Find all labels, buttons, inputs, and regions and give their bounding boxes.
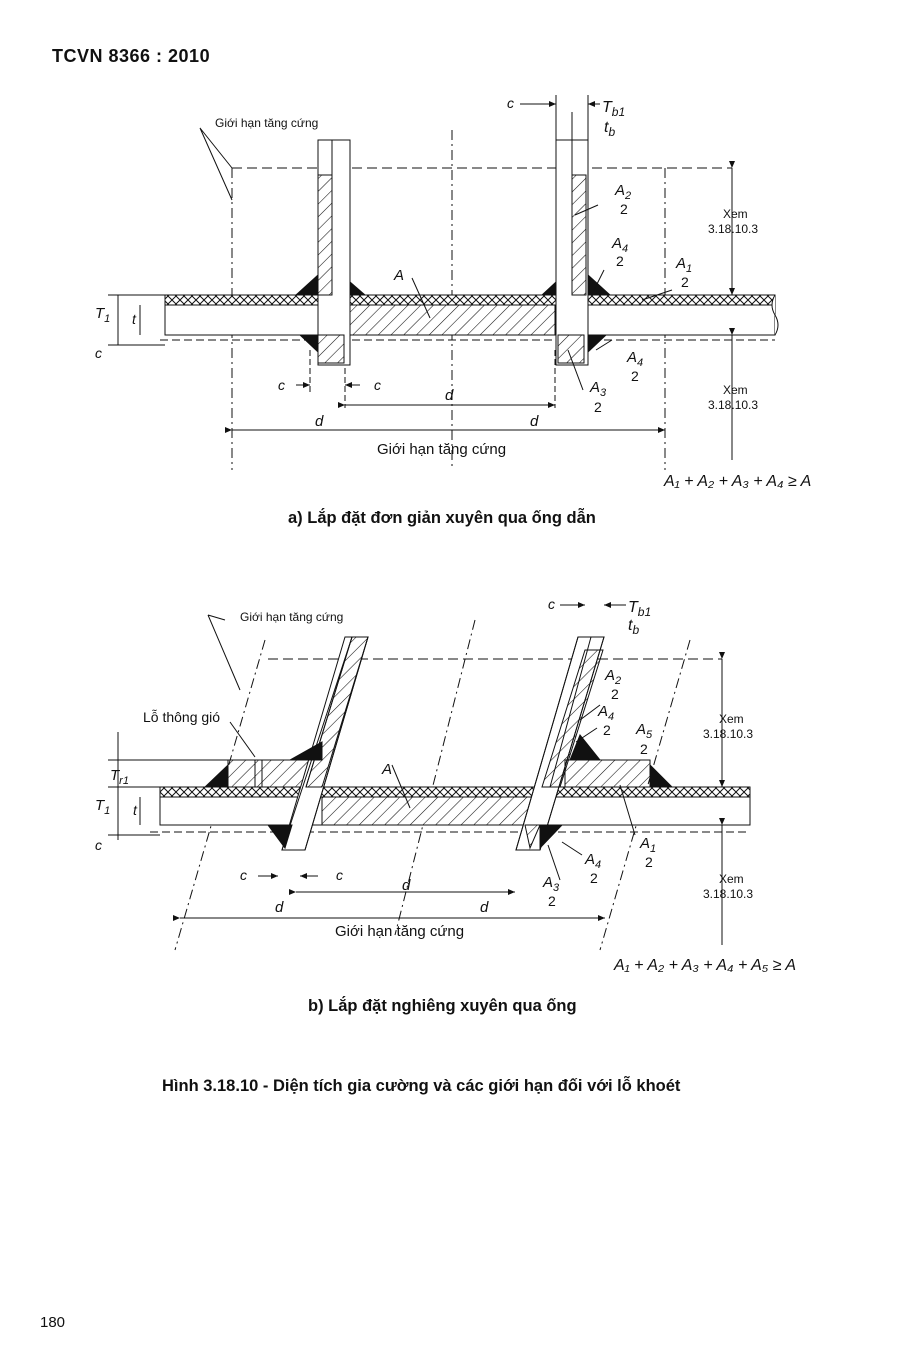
fig-a-label-d-center: d (445, 387, 454, 404)
fig-b-see-ref-bottom: 3.18.10.3 (703, 887, 753, 901)
fig-b-area-A (321, 796, 541, 826)
fig-a-label-d-left: d (315, 413, 324, 430)
fig-a-see-ref-top: 3.18.10.3 (708, 222, 758, 236)
fig-b-label-t: t (133, 802, 138, 818)
fig-b-area-A3 (524, 824, 541, 850)
fig-a-label-T1: T1 (95, 305, 110, 325)
fig-a-A4-bottom-denominator: 2 (631, 368, 639, 384)
fig-b-label-A4-top: A4 (597, 703, 614, 723)
fig-a-see-ref-bottom: 3.18.10.3 (708, 398, 758, 412)
standard-header: TCVN 8366 : 2010 (52, 46, 211, 66)
fig-b-label-A3: A3 (542, 874, 560, 894)
fig-b-see-ref-top: 3.18.10.3 (703, 727, 753, 741)
fig-a-limit-label: Giới hạn tăng cứng (215, 116, 318, 130)
fig-b-label-Tb1: Tb1 (628, 599, 651, 619)
figure-b-caption: b) Lắp đặt nghiêng xuyên qua ống (308, 997, 577, 1015)
fig-b-label-c-left: c (240, 867, 247, 883)
fig-b-limit-dim-label: Giới hạn tăng cứng (335, 923, 464, 940)
fig-a-label-Tb1: Tb1 (602, 99, 625, 119)
fig-b-area-A5 (564, 759, 651, 788)
fig-b-A3-denominator: 2 (548, 893, 556, 909)
fig-b-area-A2 (541, 649, 604, 788)
fig-a-allowance-band (164, 294, 776, 306)
fig-a-label-c-top: c (507, 95, 514, 111)
fig-b-vent-label: Lỗ thông gió (143, 709, 220, 725)
fig-a-label-A4-bottom: A4 (626, 349, 643, 369)
fig-a-see-top: Xem (723, 207, 748, 221)
figure-title: Hình 3.18.10 - Diện tích gia cường và cá… (162, 1077, 681, 1095)
fig-a-area-A2 (571, 174, 587, 296)
fig-b-A5-denominator: 2 (640, 741, 648, 757)
page-number: 180 (40, 1314, 66, 1331)
fig-a-A3-denominator: 2 (594, 399, 602, 415)
fig-a-label-A4-top: A4 (611, 235, 628, 255)
fig-b-see-top: Xem (719, 712, 744, 726)
fig-b-label-A1: A1 (639, 835, 656, 855)
fig-a-label-c-left: c (278, 377, 285, 393)
fig-a-label-A: A (393, 267, 404, 284)
fig-b-label-tb: tb (628, 617, 639, 637)
fig-b-label-A4-bottom: A4 (584, 851, 601, 871)
fig-a-area-A3 (557, 334, 585, 364)
fig-b-label-d-left: d (275, 899, 284, 916)
fig-a-label-t: t (132, 311, 137, 327)
fig-b-label-d-center: d (402, 877, 411, 894)
fig-a-label-A3: A3 (589, 379, 607, 399)
fig-b-formula: A₁ + A₂ + A₃ + A₄ + A₅ ≥ A (613, 957, 796, 974)
fig-b-center-line (394, 619, 476, 936)
figure-a-caption: a) Lắp đặt đơn giản xuyên qua ống dẫn (288, 509, 596, 527)
fig-b-label-A5: A5 (635, 721, 653, 741)
fig-b-label-d-right: d (480, 899, 489, 916)
fig-a-label-d-right: d (530, 413, 539, 430)
fig-b-label-c-top: c (548, 596, 555, 612)
fig-a-see-bottom: Xem (723, 383, 748, 397)
fig-b-label-c-right: c (336, 867, 343, 883)
fig-a-label-c-side: c (95, 345, 102, 361)
fig-a-label-c-right: c (374, 377, 381, 393)
fig-b-label-A: A (381, 761, 392, 778)
fig-a-label-A2: A2 (614, 182, 631, 202)
fig-a-label-tb: tb (604, 119, 615, 139)
fig-a-A1-denominator: 2 (681, 274, 689, 290)
fig-a-area-A (344, 304, 556, 336)
figure-a-drawing (108, 95, 779, 470)
fig-b-A4-bottom-denominator: 2 (590, 870, 598, 886)
fig-b-A4-top-denominator: 2 (603, 722, 611, 738)
fig-a-limit-dim-label: Giới hạn tăng cứng (377, 441, 506, 458)
fig-a-A2-denominator: 2 (620, 201, 628, 217)
fig-b-A2-denominator: 2 (611, 686, 619, 702)
fig-a-A4-top-denominator: 2 (616, 253, 624, 269)
fig-a-weld-A4 (587, 273, 612, 296)
fig-b-limit-label: Giới hạn tăng cứng (240, 610, 343, 624)
fig-b-A1-denominator: 2 (645, 854, 653, 870)
figure-b-drawing (108, 602, 751, 951)
fig-b-label-c-side: c (95, 837, 102, 853)
fig-b-label-A2: A2 (604, 667, 621, 687)
fig-a-label-A1: A1 (675, 255, 692, 275)
fig-b-label-Tr1: Tr1 (110, 767, 129, 787)
fig-a-weld-left-top (294, 273, 319, 296)
fig-b-see-bottom: Xem (719, 872, 744, 886)
fig-a-formula: A₁ + A₂ + A₃ + A₄ ≥ A (663, 473, 811, 490)
fig-b-label-T1: T1 (95, 797, 110, 817)
fig-b-allowance-band (159, 786, 751, 798)
